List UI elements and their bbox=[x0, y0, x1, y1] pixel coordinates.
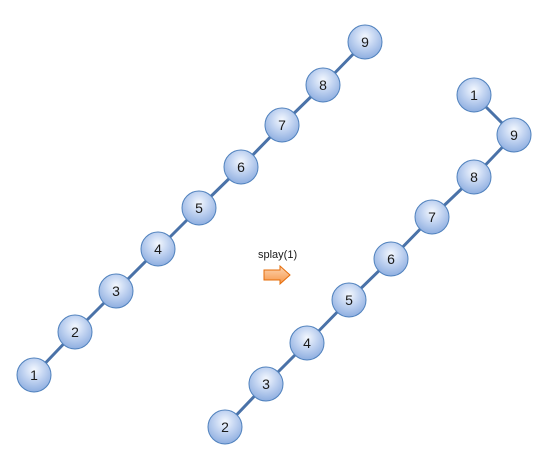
tree-node: 4 bbox=[289, 325, 325, 361]
node-label: 2 bbox=[221, 419, 229, 435]
node-label: 9 bbox=[361, 34, 369, 50]
node-circle bbox=[223, 149, 259, 185]
tree-node: 4 bbox=[140, 231, 176, 267]
node-label: 7 bbox=[278, 117, 286, 133]
tree-node: 2 bbox=[57, 314, 93, 350]
tree-node: 9 bbox=[496, 117, 532, 153]
tree-node: 1 bbox=[16, 357, 52, 393]
node-circle bbox=[181, 190, 217, 226]
right-arrow-icon bbox=[263, 264, 291, 286]
node-circle bbox=[456, 159, 492, 195]
nodes-layer: 9 8 7 6 5 4 3 2 1 1 9 8 7 6 5 4 3 2 bbox=[16, 24, 532, 445]
tree-node: 6 bbox=[373, 241, 409, 277]
node-label: 3 bbox=[112, 283, 120, 299]
node-label: 6 bbox=[237, 159, 245, 175]
tree-node: 9 bbox=[347, 24, 383, 60]
node-label: 7 bbox=[428, 209, 436, 225]
node-label: 8 bbox=[319, 77, 327, 93]
node-label: 6 bbox=[387, 251, 395, 267]
splay-operation-label: splay(1) bbox=[258, 249, 297, 261]
node-circle bbox=[347, 24, 383, 60]
node-circle bbox=[305, 67, 341, 103]
node-circle bbox=[57, 314, 93, 350]
node-circle bbox=[331, 282, 367, 318]
node-circle bbox=[207, 409, 243, 445]
tree-node: 3 bbox=[248, 366, 284, 402]
node-circle bbox=[140, 231, 176, 267]
node-label: 3 bbox=[262, 376, 270, 392]
tree-node: 3 bbox=[98, 273, 134, 309]
tree-node: 7 bbox=[414, 199, 450, 235]
tree-node: 6 bbox=[223, 149, 259, 185]
tree-node: 8 bbox=[305, 67, 341, 103]
node-label: 2 bbox=[71, 324, 79, 340]
node-circle bbox=[496, 117, 532, 153]
tree-node: 5 bbox=[331, 282, 367, 318]
node-label: 1 bbox=[30, 367, 38, 383]
node-label: 1 bbox=[470, 87, 478, 103]
node-label: 4 bbox=[154, 241, 162, 257]
node-label: 9 bbox=[510, 127, 518, 143]
node-label: 8 bbox=[470, 169, 478, 185]
tree-node: 8 bbox=[456, 159, 492, 195]
tree-node: 2 bbox=[207, 409, 243, 445]
node-circle bbox=[373, 241, 409, 277]
node-circle bbox=[264, 107, 300, 143]
node-circle bbox=[414, 199, 450, 235]
node-circle bbox=[98, 273, 134, 309]
tree-node: 7 bbox=[264, 107, 300, 143]
node-circle bbox=[248, 366, 284, 402]
tree-node: 1 bbox=[456, 77, 492, 113]
node-circle bbox=[16, 357, 52, 393]
splay-operation: splay(1) bbox=[258, 249, 297, 286]
node-circle bbox=[456, 77, 492, 113]
tree-node: 5 bbox=[181, 190, 217, 226]
node-circle bbox=[289, 325, 325, 361]
node-label: 4 bbox=[303, 335, 311, 351]
node-label: 5 bbox=[345, 292, 353, 308]
node-label: 5 bbox=[195, 200, 203, 216]
